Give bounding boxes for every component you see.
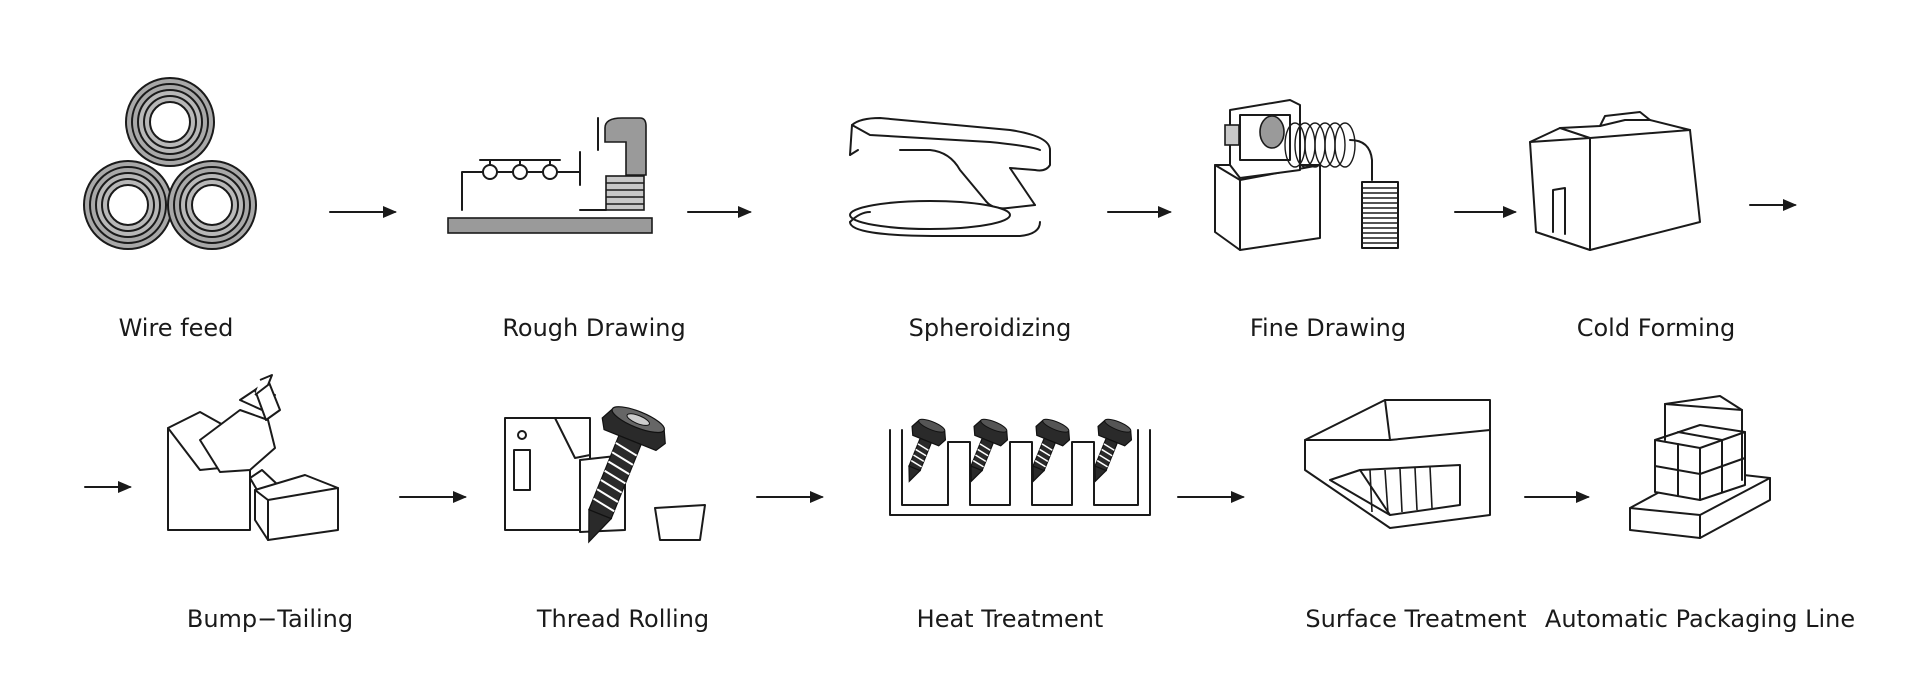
cold-forming-machine-icon xyxy=(1529,111,1701,251)
step-label-surface-treatment: Surface Treatment xyxy=(1305,605,1527,633)
wire-coils-icon xyxy=(83,77,257,250)
step-label-thread-rolling: Thread Rolling xyxy=(536,605,710,633)
arrows-row-2 xyxy=(84,481,1590,503)
step-label-rough-drawing: Rough Drawing xyxy=(502,314,686,342)
step-label-spheroidizing: Spheroidizing xyxy=(908,314,1072,342)
step-label-heat-treatment: Heat Treatment xyxy=(916,605,1104,633)
surface-treatment-plant-icon xyxy=(1304,399,1491,529)
step-label-wire-feed: Wire feed xyxy=(118,314,234,342)
thread-rolling-machine-icon xyxy=(504,406,706,544)
bump-tailing-machine-icon xyxy=(167,374,339,541)
rough-drawing-machine-icon xyxy=(447,117,653,234)
step-label-cold-forming: Cold Forming xyxy=(1576,314,1736,342)
heat-treatment-line-icon xyxy=(889,414,1151,516)
fine-drawing-machine-icon xyxy=(1214,99,1399,251)
step-label-bump-tailing: Bump−Tailing xyxy=(186,605,354,633)
arrows-row-1 xyxy=(329,199,1797,218)
spheroidizing-furnace-icon xyxy=(849,117,1051,237)
step-label-automatic-packaging-line: Automatic Packaging Line xyxy=(1544,605,1856,633)
packaging-pallet-icon xyxy=(1629,395,1771,539)
step-label-fine-drawing: Fine Drawing xyxy=(1249,314,1407,342)
